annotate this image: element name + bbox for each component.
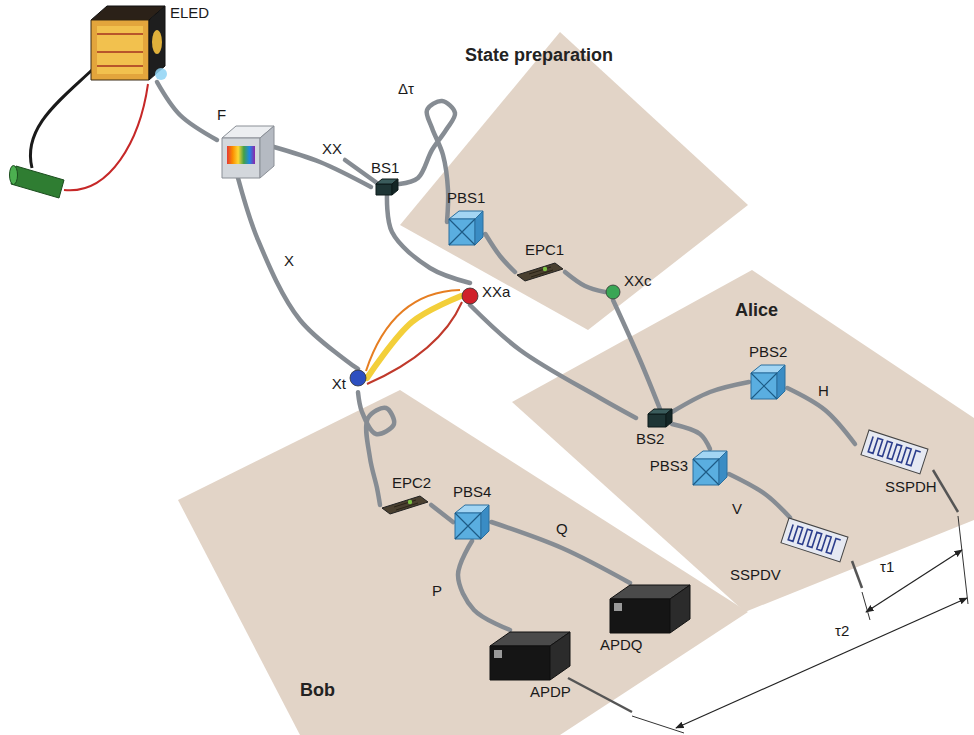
dot-symbol xyxy=(461,287,479,305)
region-title: Bob xyxy=(300,680,335,701)
apd-symbol xyxy=(610,583,690,633)
component-label: EPC2 xyxy=(392,474,431,491)
component-label: PBS2 xyxy=(749,343,787,360)
nanowire-detector: SSPDV xyxy=(730,518,855,583)
setup-region: State preparationPBS1EPC1XXc xyxy=(400,32,748,330)
component-label: SSPDH xyxy=(885,478,937,495)
component-label: XXa xyxy=(482,283,510,300)
optical-fiber xyxy=(238,178,358,369)
polarizing-beam-splitter: PBS1 xyxy=(447,189,485,247)
region-title: State preparation xyxy=(465,45,613,66)
filter-symbol xyxy=(222,126,274,178)
polarizing-beam-splitter: PBS3 xyxy=(650,449,729,487)
fiber-label: H xyxy=(818,382,829,399)
beam-splitter: BS1 xyxy=(371,159,399,195)
component-label: PBS3 xyxy=(650,457,688,474)
component-label: APDP xyxy=(530,683,571,700)
dot-symbol xyxy=(605,284,621,300)
led-source: ELED xyxy=(87,2,209,82)
photodiode-detector: APDQ xyxy=(600,583,690,653)
cube-symbol xyxy=(691,449,729,487)
power-supply-cap xyxy=(10,166,18,185)
photon-dot: XXc xyxy=(605,272,652,300)
component-label: BS2 xyxy=(636,430,664,447)
entanglement-arc xyxy=(367,302,462,384)
fiber-label: Q xyxy=(556,520,568,537)
cube-symbol xyxy=(447,209,485,247)
power-cable xyxy=(30,70,92,168)
component-label: ELED xyxy=(170,4,209,21)
component-label: PBS1 xyxy=(447,189,485,206)
bs-symbol xyxy=(376,179,398,195)
epc-symbol xyxy=(380,494,430,516)
dimension-label: τ1 xyxy=(880,558,894,575)
photodiode-detector: APDP xyxy=(490,630,571,700)
fiber-label: P xyxy=(432,582,442,599)
fiber-label: X xyxy=(284,252,294,269)
dimension-arrow xyxy=(866,550,962,612)
extension-line xyxy=(862,592,870,620)
sspd-symbol xyxy=(775,518,855,563)
component-label: F xyxy=(217,106,226,123)
fiber-label: XX xyxy=(322,140,342,157)
eled-symbol xyxy=(87,2,167,82)
extension-line xyxy=(958,516,968,604)
polarizing-beam-splitter: PBS2 xyxy=(749,343,787,401)
component-label: XXc xyxy=(624,272,652,289)
component-label: APDQ xyxy=(600,636,643,653)
apd-symbol xyxy=(490,630,570,680)
optical-fiber xyxy=(157,82,217,140)
beam-splitter: BS2 xyxy=(636,409,672,447)
power-cable xyxy=(64,84,148,190)
extension-line xyxy=(632,716,684,733)
region-title: Alice xyxy=(735,300,778,321)
photon-dot: Xt xyxy=(332,369,367,392)
dot-symbol xyxy=(349,369,367,387)
component-label: BS1 xyxy=(371,159,399,176)
sspd-symbol xyxy=(855,430,935,475)
cube-symbol xyxy=(453,503,491,541)
component-label: SSPDV xyxy=(730,566,781,583)
component-label: EPC1 xyxy=(525,241,564,258)
dimension-label: τ2 xyxy=(835,622,849,639)
polarizing-beam-splitter: PBS4 xyxy=(453,483,491,541)
cube-symbol xyxy=(749,363,787,401)
component-label: Xt xyxy=(332,375,346,392)
epc-symbol xyxy=(515,261,565,283)
region-band xyxy=(400,32,748,330)
photon-dot: XXa xyxy=(461,283,510,305)
component-label: PBS4 xyxy=(453,483,491,500)
bs-symbol xyxy=(648,409,672,427)
fiber-label: Δτ xyxy=(398,80,414,97)
entanglement-link xyxy=(367,296,461,378)
power-supply xyxy=(11,166,64,198)
polarization-controller: EPC1 xyxy=(515,241,565,283)
fiber-label: V xyxy=(732,500,742,517)
polarization-controller: EPC2 xyxy=(380,474,431,516)
nanowire-detector: SSPDH xyxy=(855,430,937,495)
spectral-filter: F xyxy=(217,106,274,178)
